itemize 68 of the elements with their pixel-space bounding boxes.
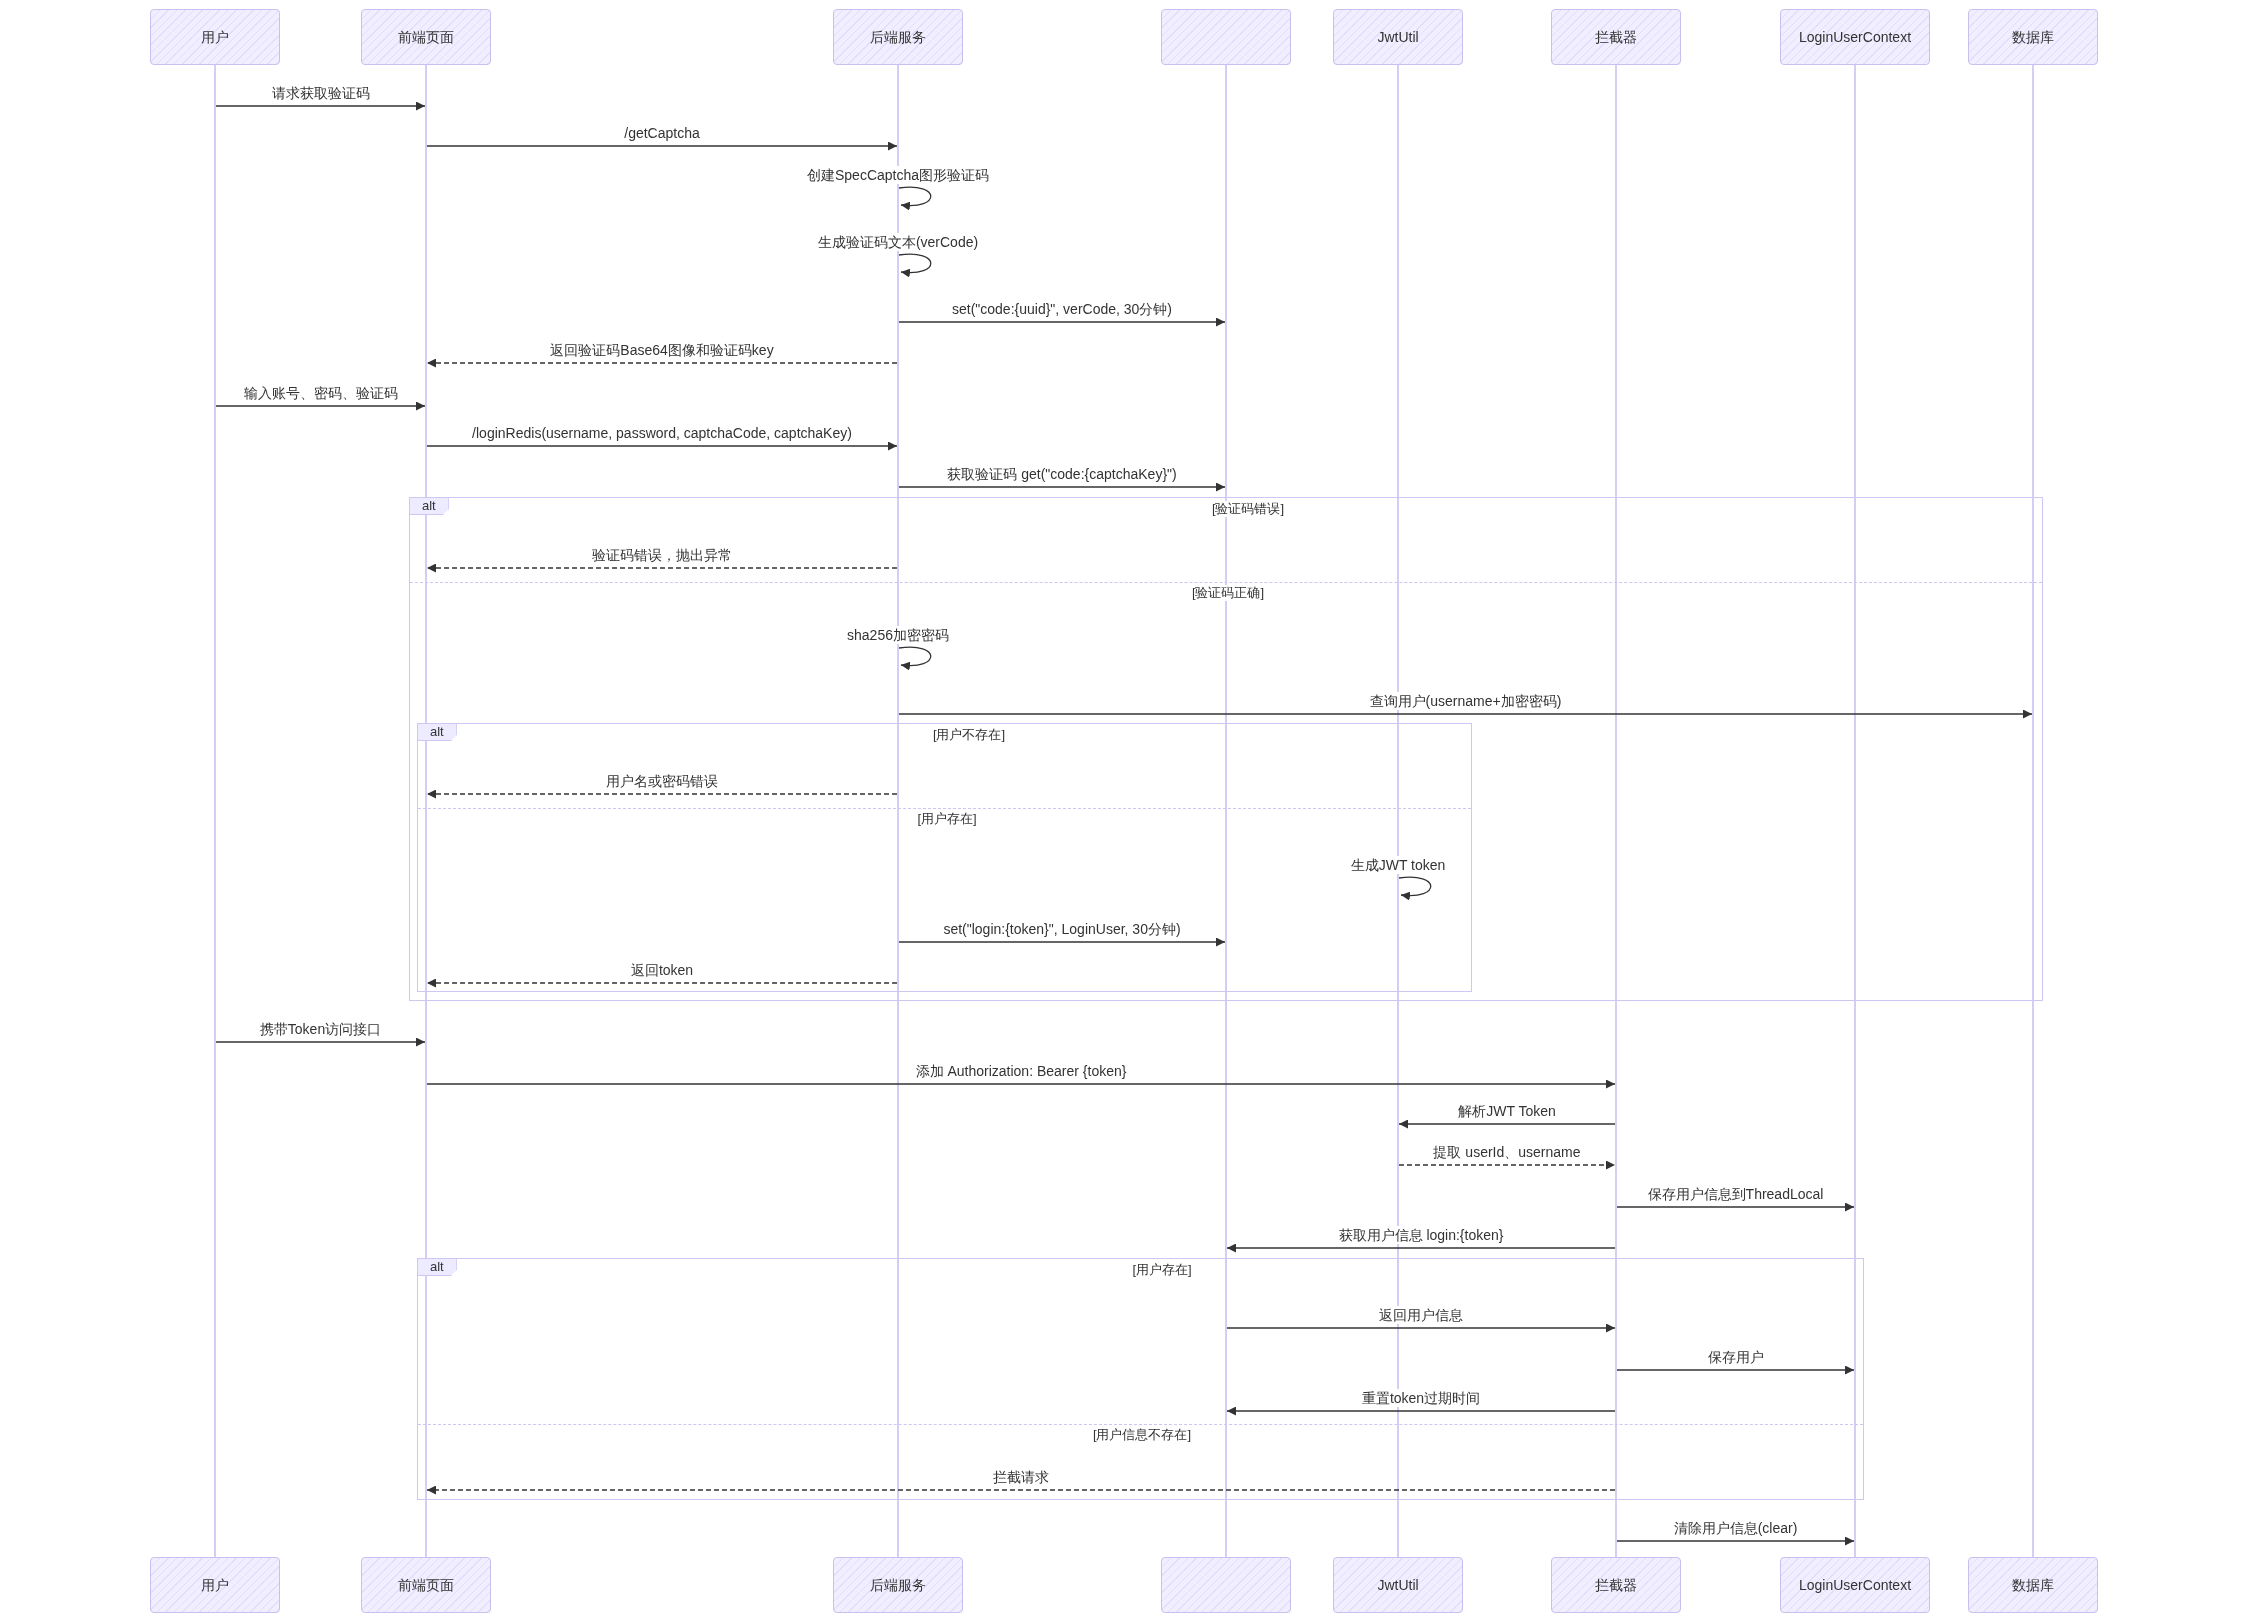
message-arrow: [1398, 1160, 1616, 1170]
message-arrow: [426, 141, 898, 151]
participant-name: 拦截器: [1595, 27, 1637, 47]
lifeline: [214, 65, 216, 1557]
message-arrow: [1226, 1323, 1616, 1333]
message-arrow: [426, 789, 898, 799]
message-arrow: [215, 1037, 426, 1047]
participant-box: [1161, 1557, 1291, 1613]
participant-box: [1780, 9, 1930, 65]
participant-box: [1551, 9, 1681, 65]
participant-box: [1333, 1557, 1463, 1613]
message-arrow: [426, 563, 898, 573]
participant-name: 用户: [201, 27, 229, 47]
lifeline: [1854, 65, 1856, 1557]
self-message-arrow: [898, 646, 932, 671]
message-arrow: [898, 482, 1226, 492]
participant-name: 拦截器: [1595, 1575, 1637, 1595]
message-arrow: [1616, 1202, 1855, 1212]
participant-name: 用户: [201, 1575, 229, 1595]
frame-tag: alt: [418, 724, 457, 741]
participant-box: [1333, 9, 1463, 65]
participant-name: 前端页面: [398, 27, 454, 47]
self-message-arrow: [898, 253, 932, 278]
participant-name: LoginUserContext: [1798, 1575, 1912, 1595]
message-arrow: [426, 1485, 1616, 1495]
participant-name: 数据库: [2012, 1575, 2054, 1595]
participant-box: [1551, 1557, 1681, 1613]
self-message-arrow: [898, 186, 932, 211]
message-arrow: [1616, 1536, 1855, 1546]
participant-name: 后端服务: [870, 1575, 926, 1595]
message-arrow: [426, 358, 898, 368]
participant-box: [833, 1557, 963, 1613]
participant-name: 数据库: [2012, 27, 2054, 47]
participant-box: [361, 9, 491, 65]
message-arrow: [1226, 1243, 1616, 1253]
participant-box: [833, 9, 963, 65]
participant-box: [1968, 1557, 2098, 1613]
participant-name: LoginUserContext: [1798, 27, 1912, 47]
participant-box: [361, 1557, 491, 1613]
lifeline: [897, 65, 899, 1557]
lifeline: [1397, 65, 1399, 1557]
message-arrow: [1616, 1365, 1855, 1375]
message-arrow: [426, 978, 898, 988]
message-arrow: [898, 317, 1226, 327]
message-arrow: [426, 441, 898, 451]
participant-box: [150, 9, 280, 65]
participant-name: 后端服务: [870, 27, 926, 47]
participant-box: [1161, 9, 1291, 65]
message-arrow: [215, 101, 426, 111]
lifeline: [2032, 65, 2034, 1557]
message-arrow: [898, 709, 2033, 719]
participant-box: [150, 1557, 280, 1613]
frame-tag: alt: [410, 498, 449, 515]
message-arrow: [1398, 1119, 1616, 1129]
lifeline: [1615, 65, 1617, 1557]
frame-tag: alt: [418, 1259, 457, 1276]
self-message-arrow: [1398, 876, 1432, 901]
participant-name: JwtUtil: [1377, 27, 1419, 47]
lifeline: [1225, 65, 1227, 1557]
participant-name: 前端页面: [398, 1575, 454, 1595]
participant-box: [1968, 9, 2098, 65]
message-arrow: [898, 937, 1226, 947]
lifeline: [425, 65, 427, 1557]
participant-name: JwtUtil: [1377, 1575, 1419, 1595]
message-arrow: [426, 1079, 1616, 1089]
message-arrow: [1226, 1406, 1616, 1416]
message-arrow: [215, 401, 426, 411]
participant-box: [1780, 1557, 1930, 1613]
